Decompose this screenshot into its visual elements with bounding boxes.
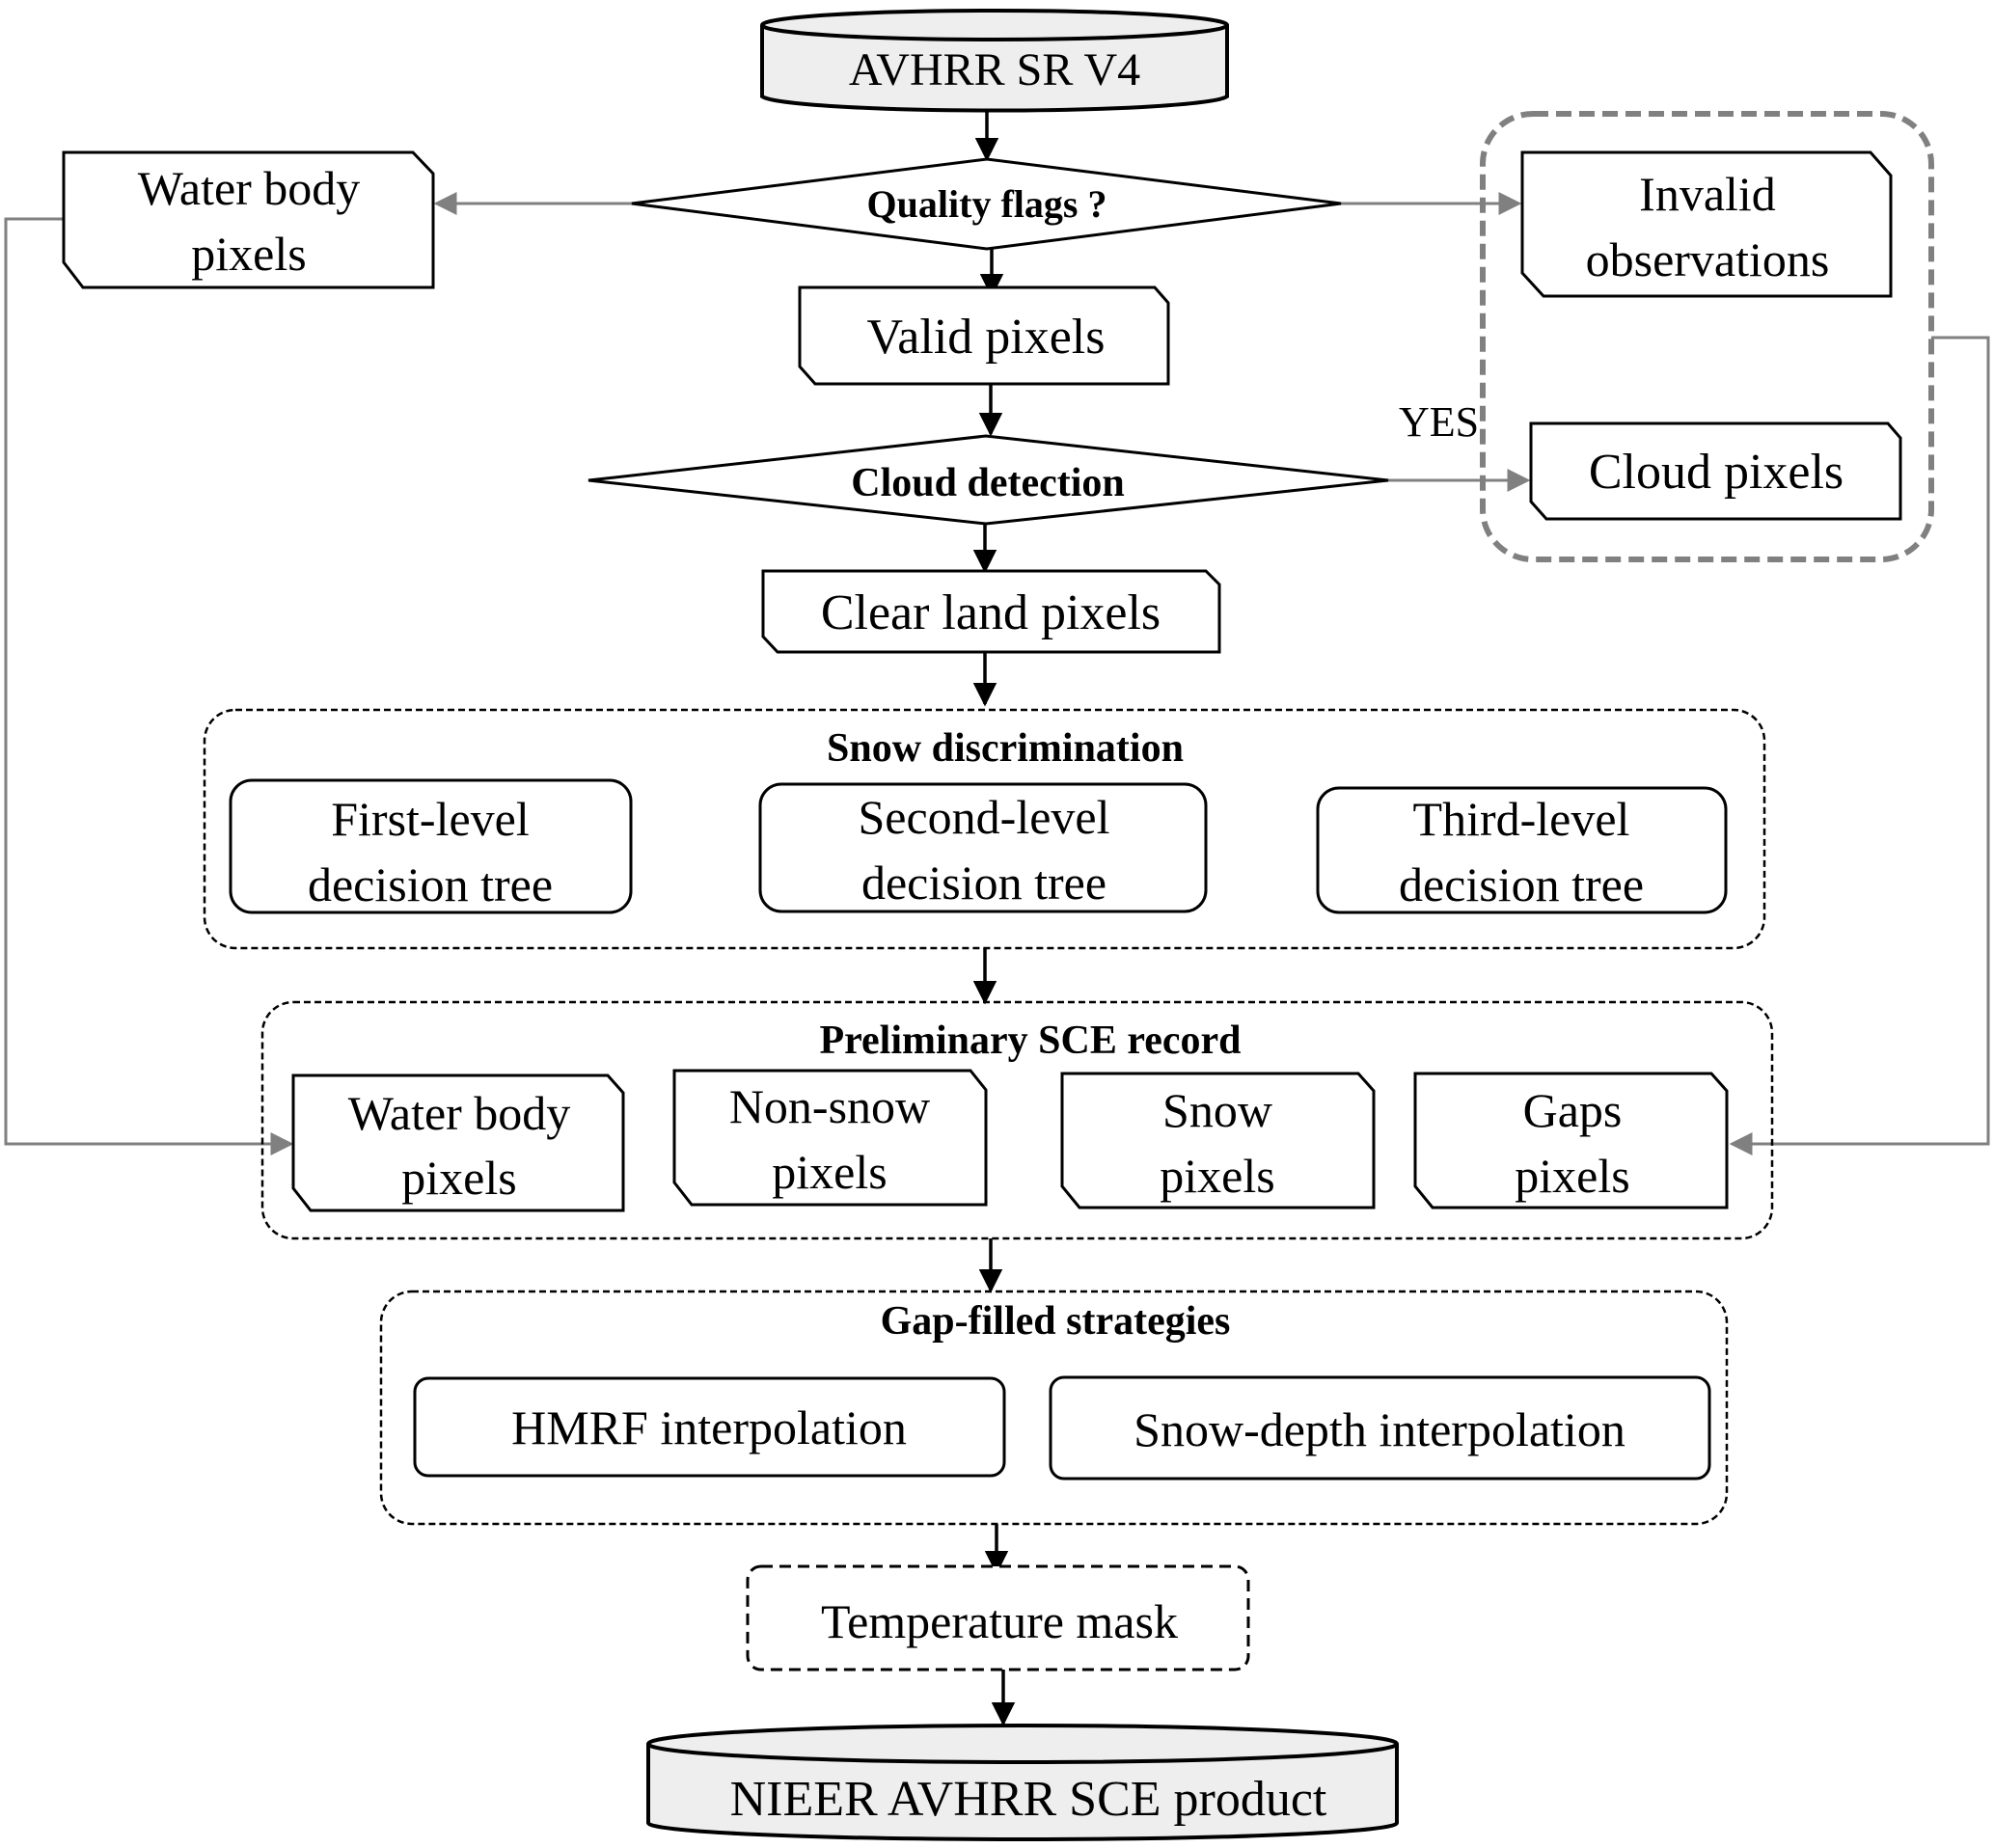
second-level-line2: decision tree xyxy=(861,856,1106,910)
prelim-gaps-line2: pixels xyxy=(1515,1149,1629,1203)
prelim-snow-line1: Snow xyxy=(1162,1083,1272,1137)
invalid-line1: Invalid xyxy=(1639,167,1776,221)
gap-filled-title: Gap-filled strategies xyxy=(881,1299,1231,1344)
yes-label: YES xyxy=(1399,398,1479,446)
cloud-pixels-label: Cloud pixels xyxy=(1589,445,1844,500)
prelim-water-line2: pixels xyxy=(401,1151,516,1205)
gap-filled-strategies-group: Gap-filled strategies HMRF interpolation… xyxy=(379,1290,1729,1526)
temperature-mask-node: Temperature mask xyxy=(746,1564,1250,1671)
cloud-detection-decision: Cloud detection xyxy=(587,434,1389,526)
hmrf-interpolation-node: HMRF interpolation xyxy=(413,1376,1006,1478)
source-label: AVHRR SR V4 xyxy=(849,44,1140,95)
snow-discrimination-title: Snow discrimination xyxy=(827,726,1184,771)
invalid-line2: observations xyxy=(1586,232,1830,286)
prelim-water-body-node: Water body pixels xyxy=(291,1073,625,1212)
prelim-water-line1: Water body xyxy=(348,1086,571,1140)
first-level-line2: decision tree xyxy=(308,857,553,911)
snow-depth-interpolation-node: Snow-depth interpolation xyxy=(1049,1375,1711,1481)
third-level-line1: Third-level xyxy=(1413,792,1630,846)
source-dataset: AVHRR SR V4 xyxy=(760,9,1229,113)
third-level-decision-tree: Third-level decision tree xyxy=(1316,786,1728,914)
connector-invalid-group-to-gaps xyxy=(1729,336,1990,1155)
cloud-pixels-node: Cloud pixels xyxy=(1529,421,1902,521)
clear-land-label: Clear land pixels xyxy=(821,585,1161,640)
prelim-non-snow-node: Non-snow pixels xyxy=(672,1069,988,1207)
prelim-nonsnow-line1: Non-snow xyxy=(729,1079,930,1133)
main-flow-arrows xyxy=(972,112,1016,1726)
quality-flags-label: Quality flags ? xyxy=(867,182,1107,226)
prelim-snow-node: Snow pixels xyxy=(1060,1072,1376,1209)
preliminary-title: Preliminary SCE record xyxy=(819,1019,1241,1063)
valid-pixels-label: Valid pixels xyxy=(867,310,1106,365)
second-level-decision-tree: Second-level decision tree xyxy=(758,782,1208,913)
invalid-observations-node: Invalid observations xyxy=(1520,150,1893,298)
connector-water-to-preliminary xyxy=(4,217,294,1155)
snow-discrimination-group: Snow discrimination First-level decision… xyxy=(203,708,1766,950)
snow-depth-label: Snow-depth interpolation xyxy=(1134,1402,1625,1456)
first-level-line1: First-level xyxy=(331,792,530,846)
output-product: NIEER AVHRR SCE product xyxy=(646,1724,1399,1841)
first-level-decision-tree: First-level decision tree xyxy=(229,778,633,914)
preliminary-sce-record-group: Preliminary SCE record Water body pixels… xyxy=(260,1000,1774,1240)
water-body-pixels-node: Water body pixels xyxy=(62,150,435,289)
water-body-line2: pixels xyxy=(191,227,306,281)
prelim-snow-line2: pixels xyxy=(1160,1149,1274,1203)
prelim-gaps-node: Gaps pixels xyxy=(1413,1072,1729,1209)
prelim-nonsnow-line2: pixels xyxy=(772,1145,887,1199)
prelim-gaps-line1: Gaps xyxy=(1523,1083,1623,1137)
hmrf-label: HMRF interpolation xyxy=(511,1400,907,1454)
third-level-line2: decision tree xyxy=(1399,857,1644,911)
product-label: NIEER AVHRR SCE product xyxy=(730,1772,1327,1827)
water-body-line1: Water body xyxy=(138,161,361,215)
cloud-detection-label: Cloud detection xyxy=(851,461,1125,505)
second-level-line1: Second-level xyxy=(858,790,1109,844)
excluded-pixels-group xyxy=(1480,111,1934,562)
quality-flags-decision: Quality flags ? xyxy=(631,157,1342,251)
valid-pixels-node: Valid pixels xyxy=(798,285,1170,386)
clear-land-pixels-node: Clear land pixels xyxy=(761,569,1221,654)
temperature-mask-label: Temperature mask xyxy=(821,1594,1178,1648)
